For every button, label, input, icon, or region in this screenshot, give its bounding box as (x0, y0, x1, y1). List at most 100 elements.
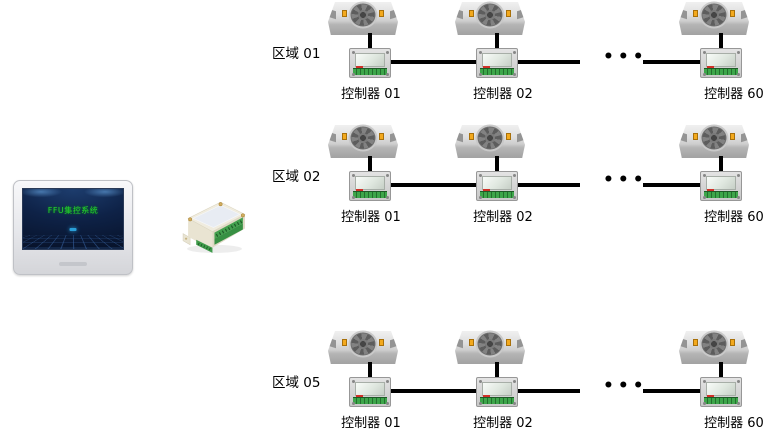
controller-label: 控制器 01 (341, 210, 401, 225)
controller-device (476, 171, 518, 201)
bus-line-segment (518, 389, 580, 393)
screw-icon (352, 51, 355, 54)
screw-icon (479, 174, 482, 177)
region-label: 区域 02 (272, 169, 321, 185)
controller-device (349, 48, 391, 78)
ffu-fan-unit (455, 124, 525, 158)
controller-device (476, 48, 518, 78)
fan-impeller-icon (699, 330, 729, 358)
terminal-block (353, 191, 387, 198)
ffu-fan-unit (679, 124, 749, 158)
fan-controller-link (368, 362, 372, 379)
ellipsis-dots: ••• (603, 376, 648, 396)
warning-sticker-icon (730, 10, 735, 17)
fan-impeller-icon (475, 330, 505, 358)
controller-display (482, 176, 512, 190)
controller-indicator (483, 395, 490, 397)
ffu-fan-unit (679, 330, 749, 364)
terminal-block (480, 191, 514, 198)
ellipsis-dots: ••• (603, 170, 648, 190)
warning-sticker-icon (342, 339, 347, 346)
terminal-block (353, 68, 387, 75)
bus-line-segment (518, 183, 580, 187)
terminal-block (704, 68, 738, 75)
screen-glow-decor (23, 189, 123, 203)
zone-row-05: 区域 05 ••• (0, 329, 777, 434)
screw-icon (703, 380, 706, 383)
bus-line-segment (391, 183, 476, 187)
terminal-block (704, 191, 738, 198)
ffu-fan-unit (328, 1, 398, 35)
warning-sticker-icon (506, 10, 511, 17)
controller-device (349, 171, 391, 201)
fan-impeller-icon (475, 1, 505, 29)
fan-controller-link (495, 156, 499, 173)
fan-controller-link (495, 362, 499, 379)
controller-display (355, 382, 385, 396)
bus-line-segment (643, 389, 700, 393)
screw-icon (703, 51, 706, 54)
screen-grid-decor (23, 235, 123, 249)
controller-label: 控制器 60 (704, 416, 764, 431)
hmi-screen-title: FFU集控系统 (47, 206, 99, 215)
zone-row-02: 区域 02 ••• (0, 123, 777, 228)
controller-label: 控制器 02 (473, 210, 533, 225)
bus-line-segment (643, 60, 700, 64)
warning-sticker-icon (469, 339, 474, 346)
fan-controller-link (719, 156, 723, 173)
warning-sticker-icon (730, 339, 735, 346)
fan-impeller-icon (699, 1, 729, 29)
warning-sticker-icon (469, 10, 474, 17)
controller-indicator (707, 66, 714, 68)
rs485-converter-module (182, 201, 246, 253)
warning-sticker-icon (379, 133, 384, 140)
bus-line-segment (391, 60, 476, 64)
controller-indicator (483, 189, 490, 191)
ffu-fan-unit (328, 124, 398, 158)
screw-icon (352, 380, 355, 383)
bus-line-segment (643, 183, 700, 187)
screw-icon (703, 174, 706, 177)
warning-sticker-icon (730, 133, 735, 140)
hmi-touch-panel: FFU集控系统 (13, 180, 133, 275)
fan-controller-link (719, 33, 723, 50)
warning-sticker-icon (506, 133, 511, 140)
fan-controller-link (368, 33, 372, 50)
controller-label: 控制器 01 (341, 416, 401, 431)
controller-device (476, 377, 518, 407)
controller-label: 控制器 60 (704, 210, 764, 225)
controller-device (349, 377, 391, 407)
ffu-fan-unit (455, 1, 525, 35)
controller-display (706, 176, 736, 190)
zone-row-01: 区域 01 ••• (0, 0, 777, 105)
controller-display (482, 53, 512, 67)
hmi-brand-logo (59, 262, 87, 266)
warning-sticker-icon (379, 339, 384, 346)
warning-sticker-icon (342, 133, 347, 140)
controller-indicator (356, 189, 363, 191)
fan-impeller-icon (699, 124, 729, 152)
controller-indicator (483, 66, 490, 68)
region-label: 区域 01 (272, 46, 321, 62)
warning-sticker-icon (693, 339, 698, 346)
warning-sticker-icon (342, 10, 347, 17)
controller-label: 控制器 02 (473, 87, 533, 102)
controller-label: 控制器 60 (704, 87, 764, 102)
controller-indicator (356, 395, 363, 397)
terminal-block (480, 397, 514, 404)
warning-sticker-icon (469, 133, 474, 140)
warning-sticker-icon (693, 10, 698, 17)
controller-indicator (707, 189, 714, 191)
screen-button-decor (69, 228, 77, 231)
controller-display (355, 176, 385, 190)
fan-impeller-icon (348, 1, 378, 29)
terminal-block (704, 397, 738, 404)
controller-display (482, 382, 512, 396)
fan-controller-link (368, 156, 372, 173)
controller-device (700, 377, 742, 407)
controller-display (355, 53, 385, 67)
fan-impeller-icon (475, 124, 505, 152)
terminal-block (353, 397, 387, 404)
warning-sticker-icon (379, 10, 384, 17)
warning-sticker-icon (693, 133, 698, 140)
